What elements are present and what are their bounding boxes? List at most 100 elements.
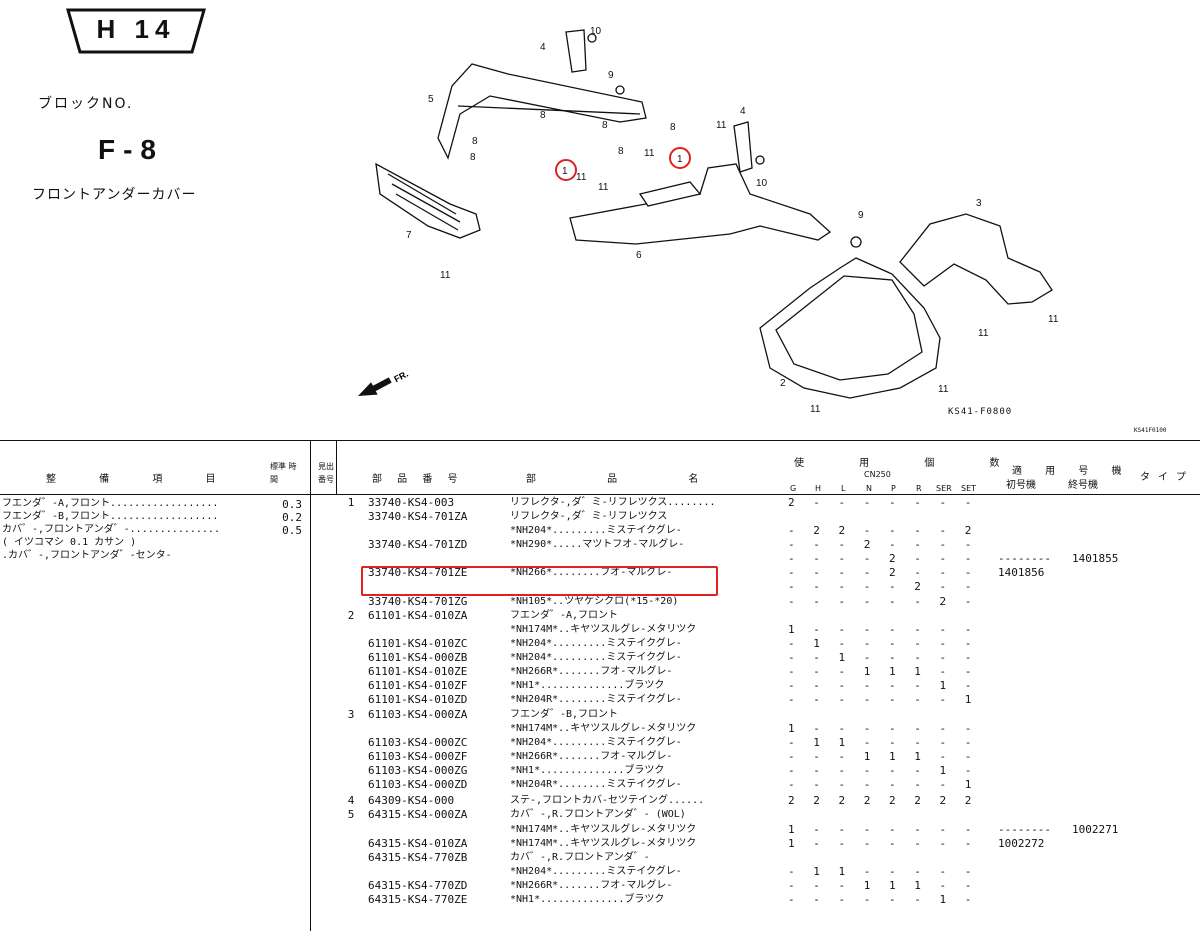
callout-label: 5	[428, 94, 434, 105]
row-usage-quantities: - - - - - - - 1	[788, 778, 978, 791]
block-number: F-8	[98, 134, 164, 165]
row-usage-quantities: - - - - - - - 1	[788, 693, 978, 706]
figure-code: KS41-F0800	[948, 407, 1013, 417]
header-ref-no: 見出 番号	[318, 462, 334, 484]
header-usage-l: L	[841, 484, 846, 493]
callout-label: 11	[440, 270, 451, 281]
row-part-number: 61101-KS4-010ZF	[368, 679, 468, 692]
row-usage-quantities: - - - - - 2 - -	[788, 580, 978, 593]
callout-label: 11	[576, 172, 587, 183]
row-part-number: 61101-KS4-010ZC	[368, 637, 468, 650]
row-part-number: 64315-KS4-770ZE	[368, 893, 468, 906]
work-item-time: 0.5	[282, 524, 302, 537]
callout-label: 10	[590, 26, 602, 37]
row-usage-quantities: - - - 2 - - - -	[788, 538, 978, 551]
header-usage-r: R	[916, 484, 922, 493]
row-ref-number	[342, 779, 360, 791]
page-code-badge	[66, 8, 206, 54]
header-part-number: 部 品 番 号	[372, 474, 464, 485]
row-part-name: *NH105*..ツヤケシクロ(*15-*20)	[510, 596, 679, 607]
row-ref-number	[342, 765, 360, 777]
row-part-name: カバ゛-,R.フロントアンダ゛- (WOL)	[510, 809, 686, 820]
row-first-serial: --------	[998, 823, 1051, 836]
header-usage-g: G	[790, 484, 797, 493]
row-usage-quantities: 1 - - - - - - -	[788, 823, 978, 836]
callout-label: 3	[976, 198, 982, 209]
header-applicable: 適 用 号 機	[1012, 466, 1132, 477]
figure-code-small: KS41F0100	[1134, 427, 1167, 434]
row-first-serial: 1401856	[998, 566, 1045, 579]
row-part-name: *NH204R*........ミステイクグレ-	[510, 779, 682, 790]
row-last-serial: 1002271	[1072, 823, 1119, 836]
row-part-number: 33740-KS4-701ZD	[368, 538, 468, 551]
callout-label: 11	[938, 384, 949, 395]
row-first-serial: 1002272	[998, 837, 1045, 850]
row-ref-number	[342, 511, 360, 523]
row-part-name: *NH174M*..キヤツスルグレ-メタリツク	[510, 624, 697, 635]
part-4-stay-right	[733, 121, 753, 173]
work-item-label: フエンダ゛-B,フロント..................	[2, 511, 219, 522]
row-ref-number	[342, 751, 360, 763]
work-item-time: 0.2	[282, 511, 302, 524]
row-ref-number	[342, 638, 360, 650]
row-ref-number: 2	[347, 609, 355, 622]
callout-label: 8	[540, 110, 546, 121]
header-work-item: 整 備 項 目	[46, 474, 236, 485]
header-first-number: 初号機	[1006, 480, 1036, 491]
page-code: H 14	[96, 14, 176, 44]
row-usage-quantities: - 2 2 - - - - 2	[788, 524, 978, 537]
part-2-front-under-cover	[759, 257, 941, 399]
row-part-name: *NH174M*..キヤツスルグレ-メタリツク	[510, 824, 697, 835]
block-label: ブロックNO.	[38, 96, 134, 112]
row-usage-quantities: - - - - - - 1 -	[788, 893, 978, 906]
callout-label: 11	[1048, 314, 1059, 325]
callout-label: 8	[472, 136, 478, 147]
row-ref-number	[342, 596, 360, 608]
row-usage-quantities: - - - - 2 - - -	[788, 552, 978, 565]
row-ref-number	[342, 866, 360, 878]
row-ref-number	[342, 824, 360, 836]
row-ref-number	[342, 737, 360, 749]
callout-label: 8	[470, 152, 476, 163]
row-part-number: 61103-KS4-000ZG	[368, 764, 468, 777]
row-ref-number	[342, 852, 360, 864]
row-ref-number: 5	[347, 808, 355, 821]
work-item-label: .カバ゛-,フロントアンダ゛-センタ-	[2, 550, 172, 561]
part-4-stay-top	[565, 29, 587, 73]
row-ref-number	[342, 680, 360, 692]
row-part-number: 33740-KS4-701ZG	[368, 595, 468, 608]
row-part-number: 64309-KS4-000	[368, 794, 455, 807]
row-part-number: 64315-KS4-000ZA	[368, 808, 468, 821]
row-usage-quantities: - 1 1 - - - - -	[788, 865, 978, 878]
row-ref-number: 3	[347, 708, 355, 721]
part-3-inner-cover	[899, 213, 1053, 305]
callout-label: 11	[644, 148, 655, 159]
work-item-label: カバ゛-,フロントアンダ゛-...............	[2, 524, 220, 535]
row-first-serial: --------	[998, 552, 1051, 565]
callout-label: 8	[670, 122, 676, 133]
header-usage: 使 用 個 数	[794, 458, 1026, 469]
row-part-number: 61103-KS4-000ZF	[368, 750, 468, 763]
row-usage-quantities: - - - 1 1 1 - -	[788, 750, 978, 763]
header-std-time: 標準 時間	[270, 462, 297, 484]
row-part-name: *NH1*..............ブラツク	[510, 680, 665, 691]
callout-label: 8	[602, 120, 608, 131]
callout-label: 9	[858, 210, 864, 221]
header-usage-n: N	[866, 484, 872, 493]
row-ref-number	[342, 694, 360, 706]
row-usage-quantities: 2 - - - - - - -	[788, 496, 978, 509]
row-part-name: *NH174M*..キヤツスルグレ-メタリツク	[510, 723, 697, 734]
row-part-name: *NH204*.........ミステイクグレ-	[510, 866, 682, 877]
svg-text:FR.: FR.	[392, 369, 409, 385]
row-part-name: *NH266*........フオ-マルグレ-	[510, 567, 673, 578]
row-part-name: *NH174M*..キヤツスルグレ-メタリツク	[510, 838, 697, 849]
row-part-number: 61101-KS4-010ZD	[368, 693, 468, 706]
row-part-number: 33740-KS4-003	[368, 496, 455, 509]
row-part-name: *NH266R*.......フオ-マルグレ-	[510, 880, 673, 891]
row-part-name: リフレクタ-,ダ゛ミ-リフレツクス........	[510, 497, 716, 508]
part-6-fender-b	[569, 163, 832, 245]
header-type: タイプ	[1140, 472, 1194, 483]
row-ref-number	[342, 894, 360, 906]
row-part-number: 61101-KS4-010ZE	[368, 665, 468, 678]
